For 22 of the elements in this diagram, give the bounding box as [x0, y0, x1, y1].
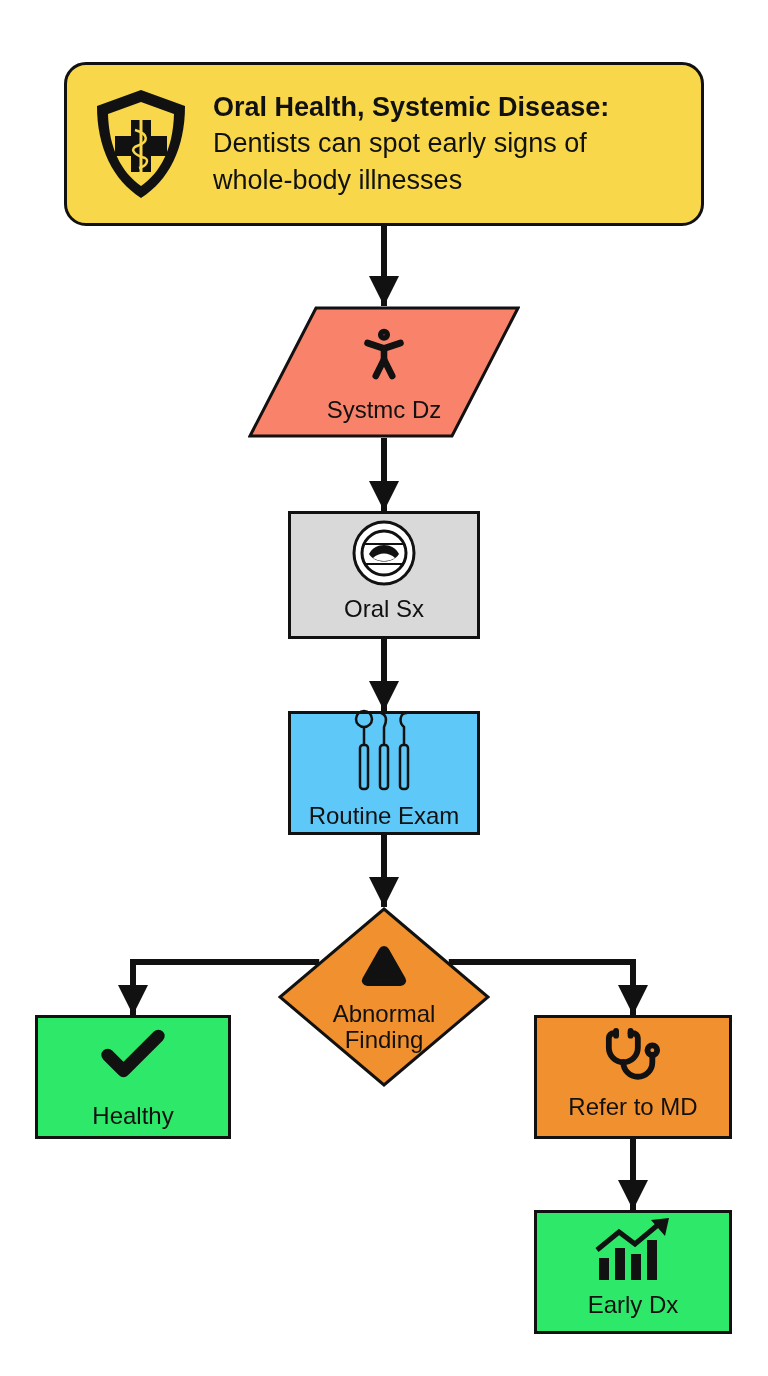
node-label: Oral Sx [344, 595, 424, 623]
node-label: Healthy [92, 1102, 174, 1130]
title-banner [64, 62, 704, 226]
arrow [448, 959, 648, 1015]
node-label: Systmc Dz [326, 396, 442, 424]
process-box [35, 1015, 231, 1139]
arrow [369, 835, 399, 907]
arrow [369, 639, 399, 711]
arrow [618, 1139, 648, 1210]
arrow [118, 959, 320, 1015]
node-label: Refer to MD [568, 1093, 698, 1121]
node-label: Abnormal Finding [331, 1000, 437, 1054]
process-box [534, 1015, 732, 1139]
process-box [534, 1210, 732, 1334]
arrow [369, 226, 399, 306]
node-label: Early Dx [587, 1291, 679, 1319]
arrow [369, 438, 399, 511]
node-label: Routine Exam [308, 802, 460, 830]
process-box [288, 511, 480, 639]
subtitle: Dentists can spot early signs of whole-body illnesses [213, 127, 588, 197]
heading: Oral Health, Systemic Disease: [213, 91, 611, 124]
process-box [288, 711, 480, 835]
